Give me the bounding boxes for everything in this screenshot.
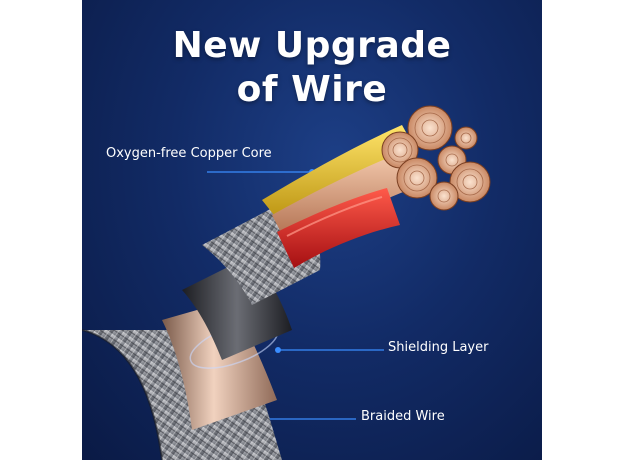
label-copper-core: Oxygen-free Copper Core: [106, 146, 272, 161]
label-braided-wire: Braided Wire: [361, 409, 445, 424]
headline-line-1: New Upgrade: [172, 25, 452, 66]
red-wire: [277, 188, 400, 268]
headline-line-2: of Wire: [236, 69, 388, 110]
headline: New Upgrade of Wire: [82, 24, 542, 112]
cable-illustration: [82, 105, 491, 460]
gold-ferrule: [162, 300, 277, 430]
label-shielding-layer: Shielding Layer: [388, 340, 489, 355]
cable-poster: New Upgrade of Wire Oxygen-free Copper C…: [82, 0, 542, 460]
copper-strand-bundle: [381, 105, 491, 211]
